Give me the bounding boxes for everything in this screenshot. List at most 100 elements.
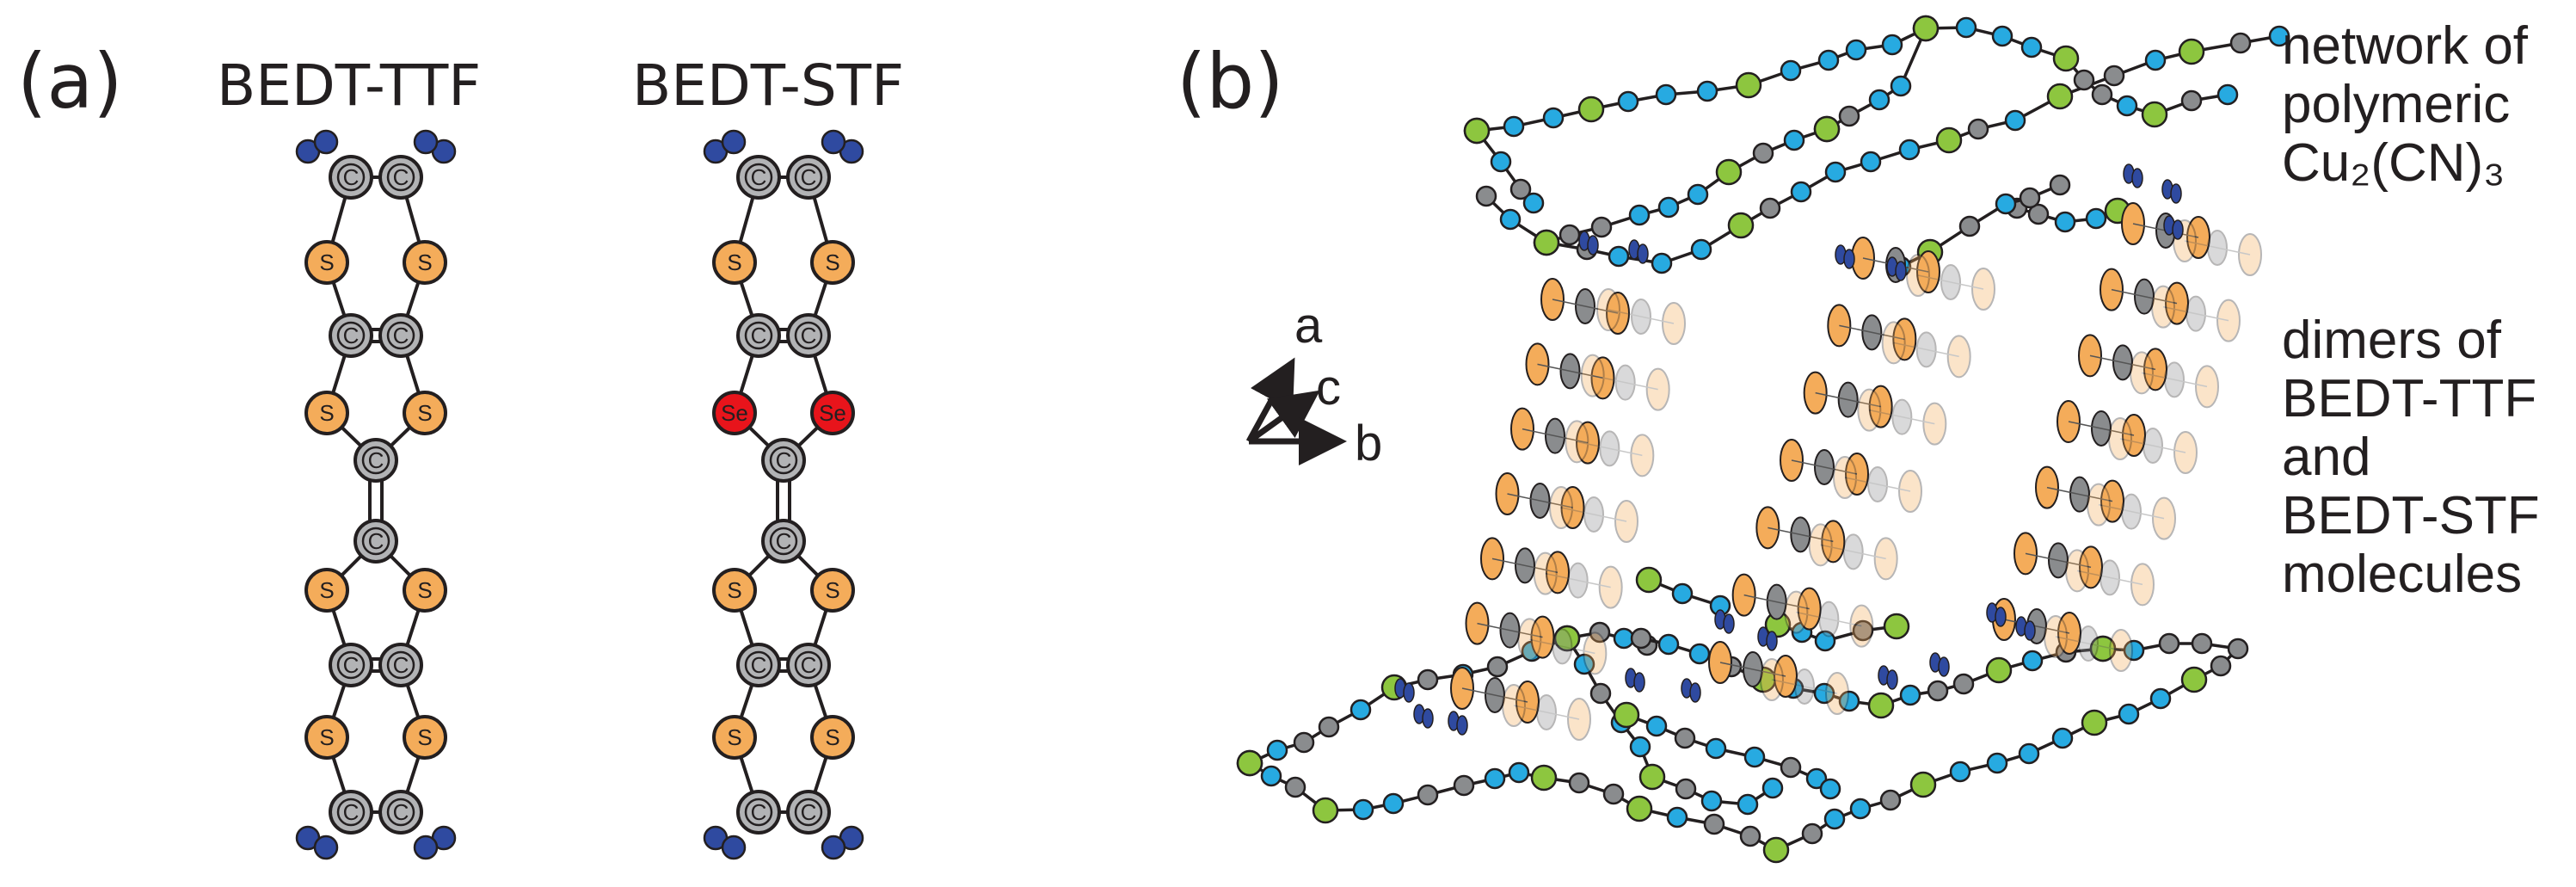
sulfur-atom <box>1630 434 1655 477</box>
bedt-molecule <box>1827 304 1917 361</box>
carbon-atom <box>1453 774 1475 797</box>
copper-atom <box>1553 625 1581 652</box>
nitrogen-atom <box>1657 633 1680 656</box>
carbon-atom <box>1486 656 1509 678</box>
dimers-annotation-line: dimers of <box>2282 311 2501 370</box>
sulfur-atom <box>1662 302 1686 345</box>
hydrogen-atom <box>1723 613 1735 634</box>
atom <box>304 568 349 613</box>
hydrogen-atom <box>2172 219 2184 240</box>
bedt-molecule <box>2151 285 2241 342</box>
copper-atom <box>2180 666 2208 693</box>
bedt-molecule <box>1857 388 1947 446</box>
bond <box>2184 240 2251 256</box>
carbon-atom <box>1614 364 1636 401</box>
sulfur-atom <box>2151 285 2175 329</box>
atom-label: Se <box>819 400 846 426</box>
panel-b-label: (b) <box>1177 37 1284 126</box>
carbon-atom <box>1631 299 1651 335</box>
nitrogen-atom <box>2085 207 2107 230</box>
atom-label: S <box>417 577 432 603</box>
carbon-inner-ring <box>794 650 823 680</box>
atom-label: S <box>727 249 741 275</box>
atom <box>304 240 349 285</box>
copper-atom <box>1985 656 2013 684</box>
carbon-atom <box>329 155 373 200</box>
hydrogen-atom <box>1938 656 1950 677</box>
nitrogen-atom <box>1868 89 1891 111</box>
carbon-atom <box>1927 680 1949 702</box>
carbon-atom <box>2019 187 2041 209</box>
bedt-molecule <box>1525 342 1615 400</box>
dimers-annotation-line: molecules <box>2282 545 2523 604</box>
carbon-atom <box>1852 619 1874 642</box>
carbon-atom <box>786 643 831 687</box>
carbon-atom <box>1599 430 1620 467</box>
sulfur-atom <box>1857 388 1882 432</box>
sulfur-atom <box>2152 496 2176 540</box>
bond <box>1592 374 1658 391</box>
bond <box>1545 572 1611 588</box>
network-annotation-line: polymeric <box>2282 75 2511 134</box>
bond <box>1791 459 1858 475</box>
copper-atom <box>1883 613 1910 640</box>
nitrogen-atom <box>2004 109 2026 132</box>
nitrogen-atom <box>1823 808 1846 830</box>
bedt-molecule <box>1565 420 1655 477</box>
crystal-structure <box>1236 15 2290 864</box>
hydrogen-atom <box>2024 620 2036 641</box>
atom-label: C <box>751 323 767 348</box>
sulfur-atom <box>1922 402 1947 446</box>
carbon-atom <box>1583 496 1604 533</box>
sulfur-atom <box>2109 629 2133 672</box>
bedt-molecule <box>1992 598 2081 655</box>
bond <box>1815 391 1881 408</box>
carbon-atom <box>1509 178 1532 200</box>
panel-a-label: (a) <box>17 37 123 126</box>
bedt-molecule <box>2100 268 2189 325</box>
carbon-atom <box>2143 428 2163 464</box>
hydrogen-atom <box>721 129 747 155</box>
atom <box>403 568 447 613</box>
atom-label: S <box>319 724 334 750</box>
bedt-molecule <box>1533 551 1623 609</box>
carbon-atom <box>2121 493 2142 530</box>
bond <box>1522 428 1589 444</box>
carbon-atom <box>1867 466 1888 502</box>
atom <box>712 568 757 613</box>
nitrogen-atom <box>1628 204 1651 226</box>
bond <box>1820 544 1886 560</box>
atom-label: C <box>343 164 360 190</box>
bond <box>2098 503 2165 520</box>
atom-label: C <box>343 799 360 825</box>
bedt-molecule <box>1502 684 1591 741</box>
carbon-atom <box>2164 361 2185 398</box>
bedt-molecule <box>2108 417 2198 474</box>
hydrogen-atom <box>313 835 339 860</box>
nitrogen-atom <box>1666 806 1688 828</box>
carbon-atom <box>1284 776 1306 798</box>
carbon-inner-ring <box>769 527 798 556</box>
nitrogen-atom <box>1508 761 1530 784</box>
atom-label: C <box>343 323 360 348</box>
carbon-atom <box>378 790 423 835</box>
axis-b-label: b <box>1355 416 1382 471</box>
carbon-atom <box>329 643 373 687</box>
copper-atom <box>1715 158 1743 186</box>
sulfur-atom <box>1971 268 1995 311</box>
nitrogen-atom <box>2118 703 2140 725</box>
sulfur-atom <box>1825 672 1849 715</box>
sulfur-atom <box>1808 523 1833 567</box>
sulfur-atom <box>1567 698 1591 741</box>
bond <box>1719 662 1786 677</box>
nitrogen-atom <box>1783 129 1805 151</box>
carbon-inner-ring <box>744 163 773 192</box>
bedt-molecule <box>2013 532 2103 589</box>
bedt-molecule <box>2056 400 2146 457</box>
axis-indicator: a c b <box>1245 298 1382 471</box>
axis-c-label: c <box>1316 360 1341 416</box>
atom-label: C <box>801 164 817 190</box>
carbon-atom <box>761 438 806 483</box>
